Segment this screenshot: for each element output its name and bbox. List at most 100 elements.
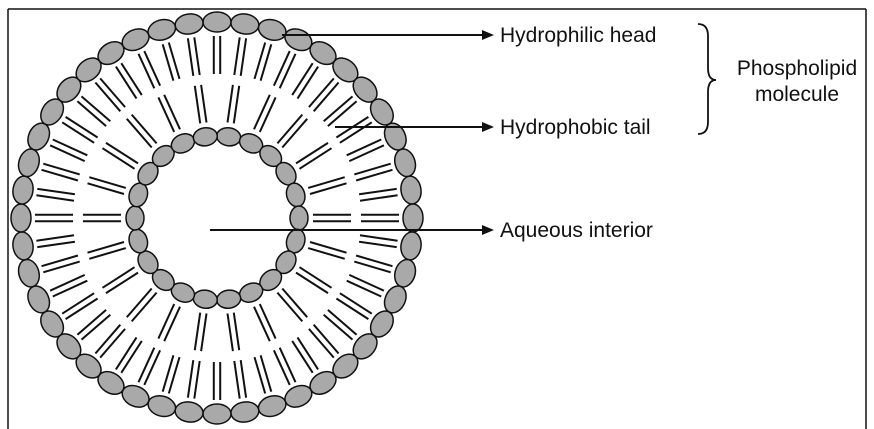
outer-lipid-tail (359, 235, 398, 247)
outer-lipid-tail (188, 360, 200, 399)
outer-hydrophilic-head (392, 257, 419, 290)
inner-lipid-tail (158, 304, 180, 341)
inner-lipid-tail (296, 143, 332, 169)
outer-lipid-tail (214, 36, 220, 74)
outer-hydrophilic-head (15, 257, 42, 290)
inner-hydrophilic-head (216, 126, 242, 147)
outer-lipid-tail (42, 256, 80, 273)
phospholipid-label-line2: molecule (722, 82, 872, 108)
inner-lipid-tail (103, 267, 139, 293)
outer-lipid-tail (255, 355, 272, 393)
outer-lipid-tail (188, 37, 200, 76)
outer-lipid-tail (309, 78, 339, 111)
outer-lipid-tail (95, 325, 125, 358)
outer-lipid-tail (361, 215, 399, 221)
inner-lipid-tail (158, 95, 180, 132)
inner-lipid-tail (228, 313, 240, 352)
inner-hydrophilic-head (192, 126, 218, 147)
inner-hydrophilic-head (192, 289, 218, 310)
outer-hydrophilic-head (399, 175, 423, 206)
outer-hydrophilic-head (146, 393, 179, 420)
outer-hydrophilic-head (146, 16, 179, 43)
outer-lipid-tail (163, 355, 180, 393)
aqueous-interior-pointer (210, 225, 494, 235)
inner-lipid-tail (88, 242, 126, 259)
outer-hydrophilic-head (230, 400, 261, 424)
outer-lipid-tail (62, 293, 97, 319)
hydrophilic-head-label: Hydrophilic head (500, 25, 656, 46)
outer-hydrophilic-head (11, 204, 31, 232)
hydrophilic-head-pointer (282, 30, 494, 40)
outer-lipid-tail (292, 63, 318, 98)
outer-lipid-tail (95, 78, 125, 111)
outer-lipid-tail (359, 189, 398, 201)
inner-lipid-tail (254, 304, 276, 341)
outer-lipid-tail (50, 275, 87, 297)
inner-hydrophilic-head (216, 289, 242, 310)
outer-lipid-tail (354, 164, 392, 181)
outer-lipid-tail (62, 117, 97, 143)
outer-hydrophilic-head (174, 400, 205, 424)
outer-lipid-tail (35, 215, 73, 221)
inner-lipid-tail (308, 177, 346, 194)
inner-lipid-tail (228, 85, 240, 124)
inner-lipid-tail (254, 95, 276, 132)
inner-lipid-tail (83, 215, 121, 221)
outer-hydrophilic-head (15, 147, 42, 180)
outer-hydrophilic-head (174, 12, 205, 36)
outer-lipid-tail (36, 235, 75, 247)
inner-lipid-tail (88, 177, 126, 194)
outer-hydrophilic-head (256, 393, 289, 420)
lipid-heads (11, 12, 423, 424)
outer-lipid-tail (42, 164, 80, 181)
outer-hydrophilic-head (230, 12, 261, 36)
outer-lipid-tail (77, 310, 110, 340)
outer-lipid-tail (336, 117, 371, 143)
outer-lipid-tail (163, 43, 180, 81)
phospholipid-label-line1: Phospholipid (722, 56, 872, 82)
outer-lipid-tail (309, 325, 339, 358)
outer-lipid-tail (255, 43, 272, 81)
outer-lipid-tail (324, 310, 357, 340)
inner-lipid-tail (313, 215, 351, 221)
outer-lipid-tail (139, 348, 161, 385)
outer-lipid-tail (50, 140, 87, 162)
inner-lipid-tail (195, 313, 207, 352)
outer-lipid-tail (347, 275, 384, 297)
outer-lipid-tail (234, 360, 246, 399)
inner-hydrophilic-head (290, 206, 308, 230)
outer-lipid-tail (77, 96, 110, 126)
inner-lipid-tail (103, 143, 139, 169)
lipid-tails (35, 36, 399, 400)
outer-lipid-tail (234, 37, 246, 76)
outer-lipid-tail (139, 51, 161, 88)
outer-lipid-tail (324, 96, 357, 126)
outer-hydrophilic-head (403, 204, 423, 232)
outer-hydrophilic-head (11, 175, 35, 206)
outer-hydrophilic-head (11, 231, 35, 262)
inner-hydrophilic-head (126, 206, 144, 230)
outer-hydrophilic-head (399, 231, 423, 262)
inner-lipid-tail (308, 242, 346, 259)
outer-hydrophilic-head (203, 404, 231, 424)
outer-lipid-tail (336, 293, 371, 319)
outer-hydrophilic-head (256, 16, 289, 43)
inner-lipid-tail (277, 115, 307, 148)
phospholipid-brace (698, 24, 716, 134)
inner-lipid-tail (127, 115, 157, 148)
inner-lipid-tail (296, 267, 332, 293)
outer-lipid-tail (274, 51, 296, 88)
outer-lipid-tail (347, 140, 384, 162)
outer-lipid-tail (116, 337, 142, 372)
inner-lipid-tail (127, 289, 157, 322)
outer-lipid-tail (214, 362, 220, 400)
inner-lipid-tail (277, 289, 307, 322)
aqueous-interior-label: Aqueous interior (500, 220, 653, 241)
hydrophobic-tail-label: Hydrophobic tail (500, 117, 651, 138)
outer-lipid-tail (36, 189, 75, 201)
inner-lipid-tail (195, 85, 207, 124)
outer-hydrophilic-head (203, 12, 231, 32)
outer-lipid-tail (292, 337, 318, 372)
outer-lipid-tail (116, 63, 142, 98)
outer-lipid-tail (354, 256, 392, 273)
